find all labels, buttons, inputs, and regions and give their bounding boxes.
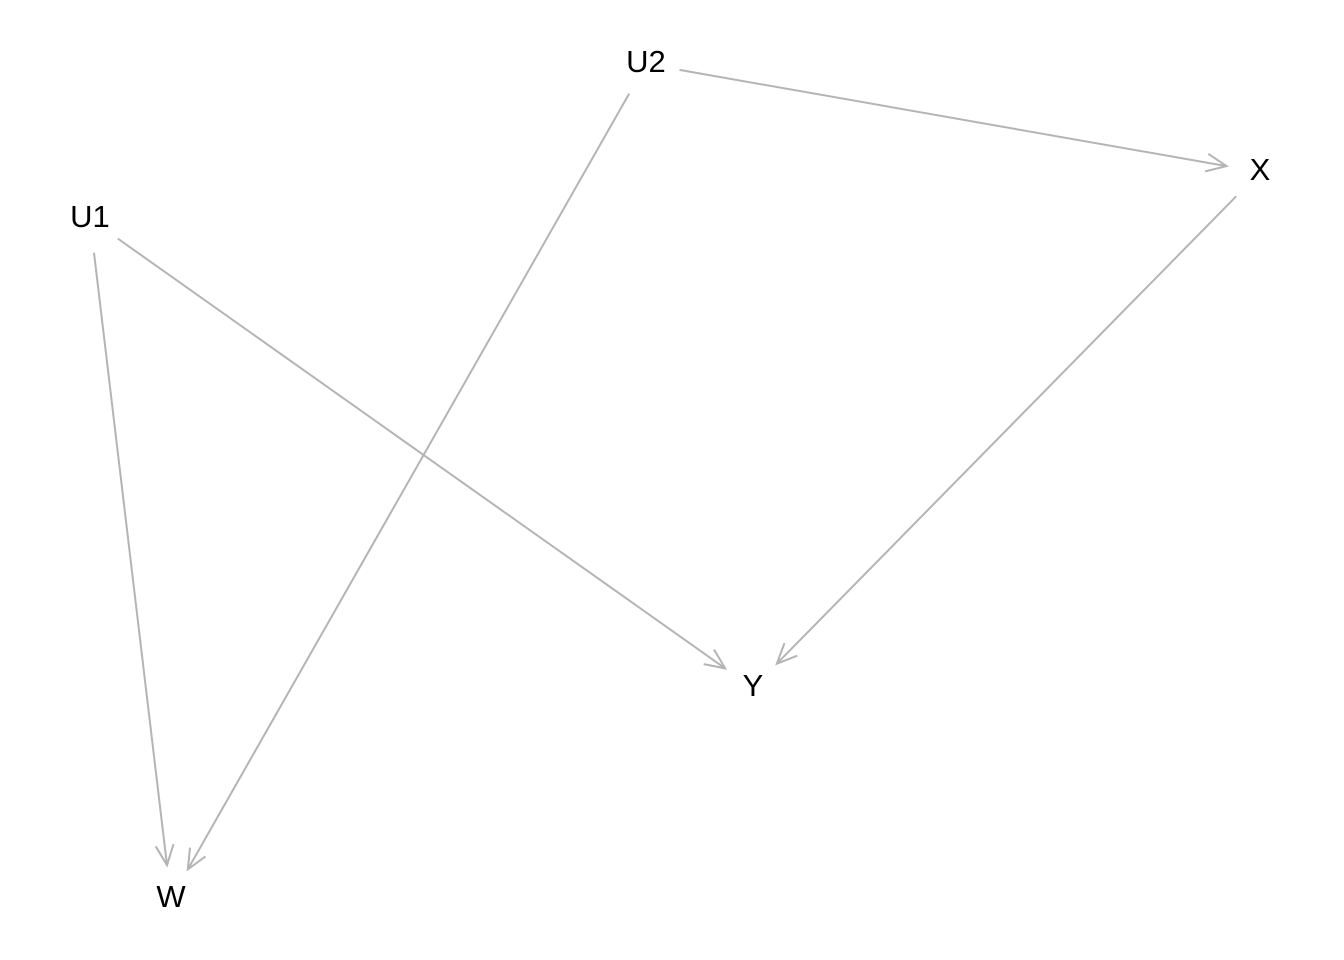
edges-layer <box>93 68 1237 872</box>
edge-line-u1-to-w <box>93 252 168 866</box>
edge-u2-to-x <box>679 68 1229 173</box>
edge-u1-to-y <box>117 237 728 670</box>
node-w-label: W <box>156 879 186 914</box>
node-u2-label: U2 <box>626 44 666 79</box>
edge-u1-to-w <box>93 252 175 868</box>
edge-line-u1-to-y <box>117 237 726 670</box>
node-y-label: Y <box>743 668 764 703</box>
edge-line-x-to-y <box>776 195 1237 665</box>
arrowhead-icon <box>154 843 175 868</box>
arrowhead-icon <box>1204 152 1229 173</box>
nodes-layer: U2 X U1 Y W <box>70 44 1270 914</box>
edge-line-u2-to-w <box>186 93 631 870</box>
node-u1-label: U1 <box>70 199 110 234</box>
arrowhead-icon <box>703 648 728 670</box>
edge-u2-to-w <box>186 93 631 872</box>
node-x-label: X <box>1250 152 1271 187</box>
edge-line-u2-to-x <box>679 68 1227 168</box>
edge-x-to-y <box>775 195 1237 666</box>
arrowhead-icon <box>775 642 798 666</box>
arrowhead-icon <box>186 847 207 872</box>
